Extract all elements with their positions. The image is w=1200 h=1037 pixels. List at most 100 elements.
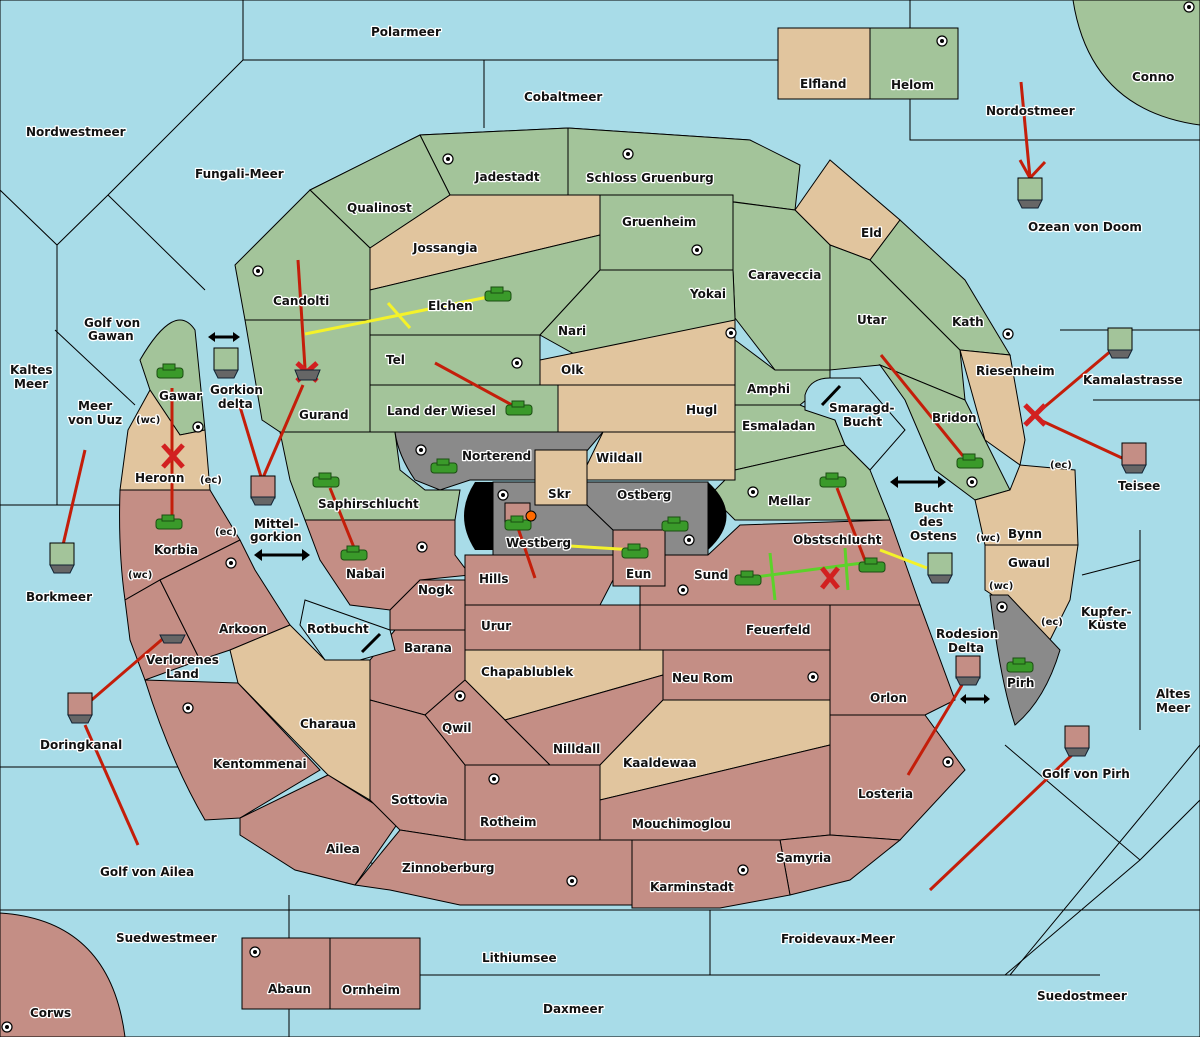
armies	[155, 286, 1034, 673]
territory-conno[interactable]	[1072, 0, 1200, 126]
label-hugl: Hugl	[686, 403, 717, 417]
label-pirh: Pirh	[1007, 676, 1034, 690]
label-verlorenes-1: Verlorenes	[146, 653, 219, 667]
fleet-icon[interactable]	[294, 369, 321, 381]
army-icon[interactable]	[858, 557, 886, 573]
supply-center-icon	[454, 690, 466, 702]
territory-skr[interactable]	[534, 449, 588, 506]
supply-center-icon	[725, 327, 737, 339]
move-arrow	[260, 384, 305, 481]
supply-center-icon	[966, 476, 978, 488]
army-icon[interactable]	[661, 516, 689, 532]
label-charaua: Charaua	[300, 717, 356, 731]
label-ornheim: Ornheim	[342, 983, 400, 997]
sea-smaragd-bucht[interactable]	[804, 377, 906, 471]
label-saphirschlucht: Saphirschlucht	[318, 497, 419, 511]
label-smaragd-1: Smaragd-	[829, 401, 894, 415]
label-kaaldewaa: Kaaldewaa	[623, 756, 697, 770]
army-icon[interactable]	[340, 545, 368, 561]
label-hills: Hills	[479, 572, 509, 586]
territory-karminstadt[interactable]	[631, 839, 791, 909]
label-suedostmeer: Suedostmeer	[1037, 989, 1127, 1003]
label-amphi: Amphi	[747, 382, 790, 396]
label-uuz-2: von Uuz	[68, 413, 122, 427]
army-icon[interactable]	[1006, 657, 1034, 673]
label-conno: Conno	[1132, 70, 1174, 84]
label-gawar: Gawar	[159, 389, 202, 403]
double-arrow-icon	[360, 632, 382, 654]
move-arrow	[835, 487, 870, 569]
army-icon[interactable]	[484, 286, 512, 302]
fleet-icon[interactable]	[955, 655, 981, 686]
coast-ec: (ec)	[1041, 617, 1063, 628]
supply-center-icon	[415, 444, 427, 456]
support-arrow	[879, 548, 928, 570]
label-golf-gawan-2: Gawan	[88, 329, 134, 343]
label-barana: Barana	[404, 641, 452, 655]
territory-elfland[interactable]	[777, 27, 871, 100]
label-bynn: Bynn	[1008, 527, 1042, 541]
army-icon[interactable]	[819, 472, 847, 488]
army-icon[interactable]	[505, 400, 533, 416]
army-icon[interactable]	[956, 453, 984, 469]
label-caraveccia: Caraveccia	[748, 268, 821, 282]
territory-corws[interactable]	[0, 912, 126, 1037]
label-abaun: Abaun	[268, 982, 311, 996]
label-skr: Skr	[548, 487, 571, 501]
territory-orlon[interactable]	[829, 604, 956, 716]
land-labels: Elfland Helom Conno Jadestadt Schloss Gr…	[29, 69, 1176, 1022]
army-icon[interactable]	[156, 363, 184, 379]
territory-neu-rom[interactable]	[662, 649, 831, 701]
label-nordwestmeer: Nordwestmeer	[26, 125, 126, 139]
label-losteria: Losteria	[858, 787, 913, 801]
supply-center-icon	[488, 773, 500, 785]
label-doringkanal: Doringkanal	[40, 738, 122, 752]
territory-kath[interactable]	[869, 219, 1011, 356]
fleet-icon[interactable]	[67, 692, 93, 724]
label-norterend: Norterend	[462, 449, 531, 463]
territory-candolti[interactable]	[234, 189, 371, 321]
label-suedwestmeer: Suedwestmeer	[116, 931, 217, 945]
sea-rotbucht[interactable]	[299, 599, 396, 661]
label-nordostmeer: Nordostmeer	[986, 104, 1075, 118]
move-arrow	[61, 449, 87, 546]
territory-saphirschlucht[interactable]	[279, 431, 461, 521]
territory-rotheim[interactable]	[464, 764, 601, 841]
army-icon[interactable]	[734, 570, 762, 586]
territory-riesenheim[interactable]	[959, 349, 1026, 466]
move-arrow	[516, 527, 537, 579]
army-icon[interactable]	[155, 514, 183, 530]
territory-hills[interactable]	[464, 554, 614, 606]
label-bucht-1: Bucht	[914, 501, 953, 515]
label-bucht-3: Ostens	[910, 529, 957, 543]
fleet-icon[interactable]	[213, 347, 239, 379]
army-icon[interactable]	[621, 543, 649, 559]
fleet-icon[interactable]	[1017, 177, 1043, 209]
territory-kentommenai[interactable]	[144, 679, 321, 821]
territory-wildall[interactable]	[586, 431, 736, 481]
move-arrow	[296, 259, 307, 369]
territory-ornheim[interactable]	[329, 937, 421, 1010]
supply-center-icon	[622, 148, 634, 160]
fleet-icon[interactable]	[250, 475, 276, 506]
fleet-icon[interactable]	[1064, 725, 1090, 757]
move-arrow	[79, 634, 167, 712]
territory-gruenheim[interactable]	[599, 194, 734, 271]
army-icon[interactable]	[430, 458, 458, 474]
fleet-icon[interactable]	[159, 634, 186, 644]
fleet-icon[interactable]	[1107, 327, 1133, 359]
supply-center-icon	[807, 671, 819, 683]
army-icon[interactable]	[312, 472, 340, 488]
label-daxmeer: Daxmeer	[543, 1002, 604, 1016]
label-nilldall: Nilldall	[553, 742, 600, 756]
army-icon[interactable]	[504, 515, 532, 531]
fleet-icon[interactable]	[1121, 442, 1147, 474]
fleet-icon[interactable]	[927, 552, 953, 584]
fleet-icon[interactable]	[49, 542, 75, 574]
move-arrow	[83, 724, 140, 846]
label-sottovia: Sottovia	[391, 793, 448, 807]
move-arrow	[434, 361, 513, 407]
label-candolti: Candolti	[273, 294, 329, 308]
